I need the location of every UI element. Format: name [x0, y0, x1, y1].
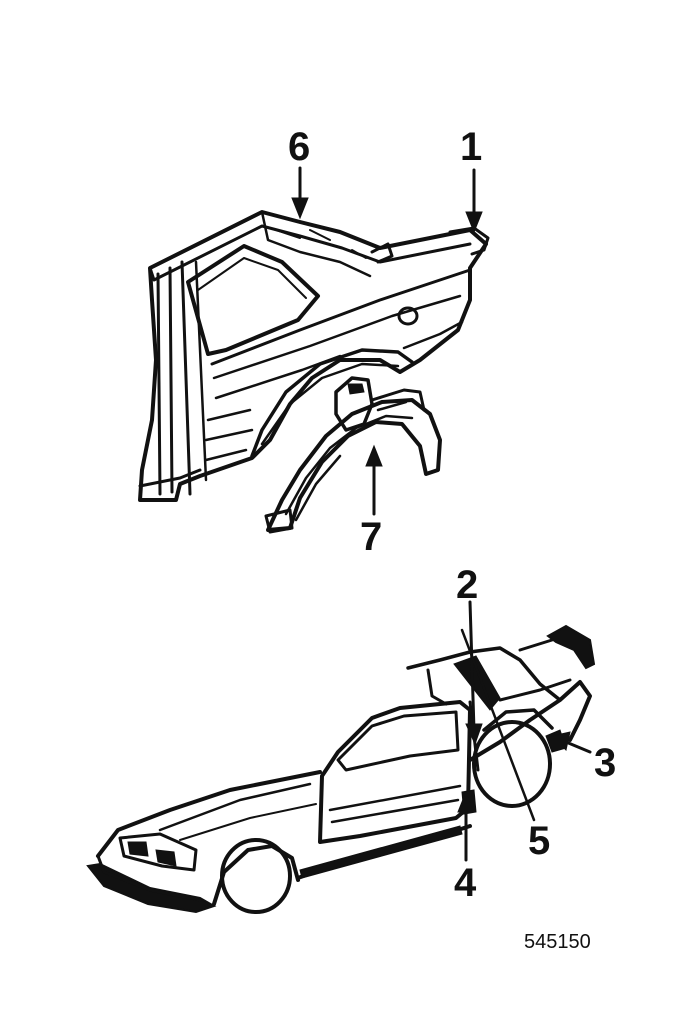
callout-6: 6	[288, 125, 310, 169]
leader-arrows	[291, 166, 592, 862]
figure-code: 545150	[524, 931, 591, 953]
callout-2: 2	[456, 563, 478, 607]
callout-5: 5	[528, 819, 550, 863]
callout-4: 4	[454, 861, 477, 905]
callout-7: 7	[360, 515, 382, 559]
callout-1: 1	[460, 125, 482, 169]
callout-3: 3	[594, 741, 616, 785]
vehicle-drawing	[86, 624, 596, 914]
wheelhouse-drawing	[264, 376, 442, 534]
quarter-panel-drawing	[138, 210, 490, 502]
